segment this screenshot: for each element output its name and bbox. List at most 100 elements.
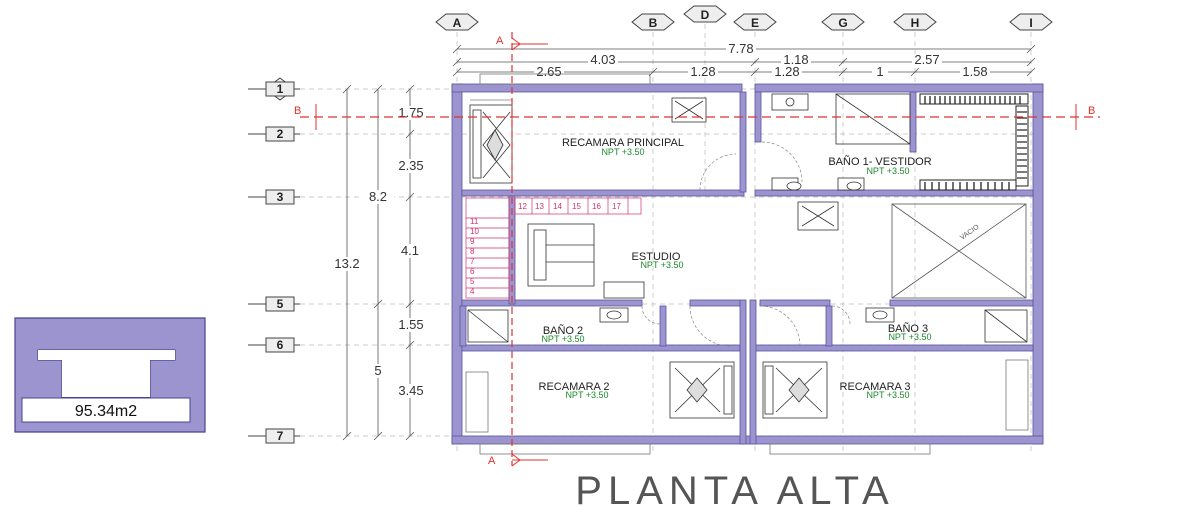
- svg-text:3: 3: [277, 190, 284, 204]
- dim-left-inner-5: 3.45: [398, 383, 423, 398]
- npt-master: NPT +3.50: [601, 147, 644, 157]
- room-label-bed2: RECAMARA 2: [539, 381, 610, 393]
- npt-bed2: NPT +3.50: [565, 390, 608, 400]
- svg-text:12: 12: [518, 202, 527, 211]
- cut-b-left-label: B: [294, 105, 301, 117]
- npt-bath2: NPT +3.50: [541, 334, 584, 344]
- doors: [641, 141, 851, 347]
- dim-left-inner-3: 4.1: [401, 243, 419, 258]
- room-label-bath1: BAÑO 1- VESTIDOR: [828, 155, 931, 168]
- area-legend: 95.34m2: [14, 317, 206, 433]
- bed3-icon: [762, 361, 828, 419]
- axis-bubble-e: E: [733, 13, 777, 31]
- axis-bubble-d: D: [683, 5, 727, 23]
- svg-text:6: 6: [470, 267, 475, 276]
- dim-left-inner-2: 2.35: [398, 158, 423, 173]
- room-label-bath3: BAÑO 3: [888, 322, 928, 335]
- bath2-fixtures: [467, 307, 629, 343]
- svg-text:H: H: [911, 16, 920, 30]
- cut-a-bottom-label: A: [488, 455, 496, 467]
- svg-text:2: 2: [277, 127, 284, 141]
- svg-text:I: I: [1029, 16, 1032, 30]
- svg-text:1: 1: [277, 82, 284, 96]
- axis-bubble-g: G: [821, 13, 865, 31]
- axis-bubble-7: 7: [248, 428, 300, 444]
- axis-bubble-2: 2: [248, 126, 300, 142]
- void-label: VACIO: [959, 223, 981, 241]
- dim-top-r2-1: 4.03: [590, 52, 615, 67]
- svg-text:10: 10: [470, 227, 479, 236]
- svg-text:13: 13: [535, 202, 544, 211]
- dim-top-r3-2: 1.28: [690, 64, 715, 79]
- svg-text:E: E: [751, 16, 759, 30]
- axis-bubble-6: 6: [248, 337, 300, 353]
- section-cut-b-markers: [315, 104, 1077, 130]
- wardrobes: [465, 359, 1029, 433]
- npt-bed3: NPT +3.50: [866, 390, 909, 400]
- ledges: [479, 73, 931, 455]
- svg-text:11: 11: [470, 217, 479, 226]
- axis-bubbles-top: A B D E G H I: [435, 5, 1053, 31]
- npt-bath3: NPT +3.50: [888, 332, 931, 342]
- dim-top-r3-4: 1: [876, 64, 883, 79]
- axis-bubble-a: A: [435, 13, 479, 31]
- axis-bubble-b: B: [631, 13, 675, 31]
- armchair-icon: [671, 97, 707, 123]
- bath1-fixtures: [771, 93, 911, 191]
- plan-title: PLANTA ALTA: [575, 469, 894, 507]
- cut-b-right-label: B: [1088, 105, 1095, 117]
- svg-text:16: 16: [592, 202, 601, 211]
- room-label-study: ESTUDIO: [632, 251, 681, 263]
- svg-text:9: 9: [470, 237, 475, 246]
- svg-text:B: B: [649, 16, 658, 30]
- svg-text:14: 14: [553, 202, 562, 211]
- cut-a-top-label: A: [496, 35, 504, 47]
- room-label-master: RECAMARA PRINCIPAL: [562, 137, 684, 149]
- room-label-bed3: RECAMARA 3: [840, 381, 911, 393]
- bath3-fixtures: [865, 307, 1028, 343]
- svg-text:6: 6: [277, 338, 284, 352]
- stair-numbers-top: 12 13 14 15 16 17: [518, 202, 621, 211]
- area-value: 95.34m2: [75, 403, 137, 420]
- study-chair-icon: [797, 201, 839, 231]
- section-cut-a-markers: [511, 37, 548, 467]
- closet-rack: [919, 93, 1029, 191]
- dim-left-mid-1: 8.2: [369, 189, 387, 204]
- svg-text:4: 4: [470, 287, 475, 296]
- npt-study: NPT +3.50: [640, 260, 683, 270]
- dim-left-total: 13.2: [334, 256, 359, 271]
- svg-text:7: 7: [470, 257, 475, 266]
- svg-text:5: 5: [277, 297, 284, 311]
- room-label-bath2: BAÑO 2: [543, 324, 583, 337]
- npt-bath1: NPT +3.50: [866, 166, 909, 176]
- axis-bubble-5: 5: [248, 296, 300, 312]
- dim-top-r2-3: 2.57: [914, 52, 939, 67]
- svg-text:7: 7: [277, 429, 284, 443]
- axis-bubbles-left: 1 2 3 5 6 7: [248, 77, 300, 444]
- dim-left-inner-1: 1.75: [398, 105, 423, 120]
- stair-numbers-left: 11 10 9 8 7 6 5 4 3: [470, 217, 479, 296]
- svg-text:A: A: [453, 16, 462, 30]
- dim-top-r3-5: 1.58: [962, 64, 987, 79]
- axis-bubble-1: 1: [248, 77, 300, 101]
- svg-text:D: D: [701, 8, 710, 22]
- dim-left-inner-4: 1.55: [398, 317, 423, 332]
- svg-text:G: G: [838, 16, 847, 30]
- svg-text:15: 15: [572, 202, 581, 211]
- svg-text:17: 17: [612, 202, 621, 211]
- dim-left-mid-2: 5: [374, 363, 381, 378]
- stairs: [465, 197, 642, 299]
- svg-text:5: 5: [470, 277, 475, 286]
- dim-total-width: 7.78: [728, 41, 753, 56]
- axis-bubble-h: H: [893, 13, 937, 31]
- axis-bubble-3: 3: [248, 189, 300, 205]
- axis-bubble-i: I: [1009, 13, 1053, 31]
- dim-top-r3-3: 1.28: [774, 64, 799, 79]
- sofa-icon: [527, 223, 645, 299]
- dim-top-r3-1: 2.65: [536, 64, 561, 79]
- bed2-icon: [669, 361, 735, 419]
- svg-text:8: 8: [470, 247, 475, 256]
- void-area: [891, 203, 1027, 299]
- dim-top-r2-2: 1.18: [783, 52, 808, 67]
